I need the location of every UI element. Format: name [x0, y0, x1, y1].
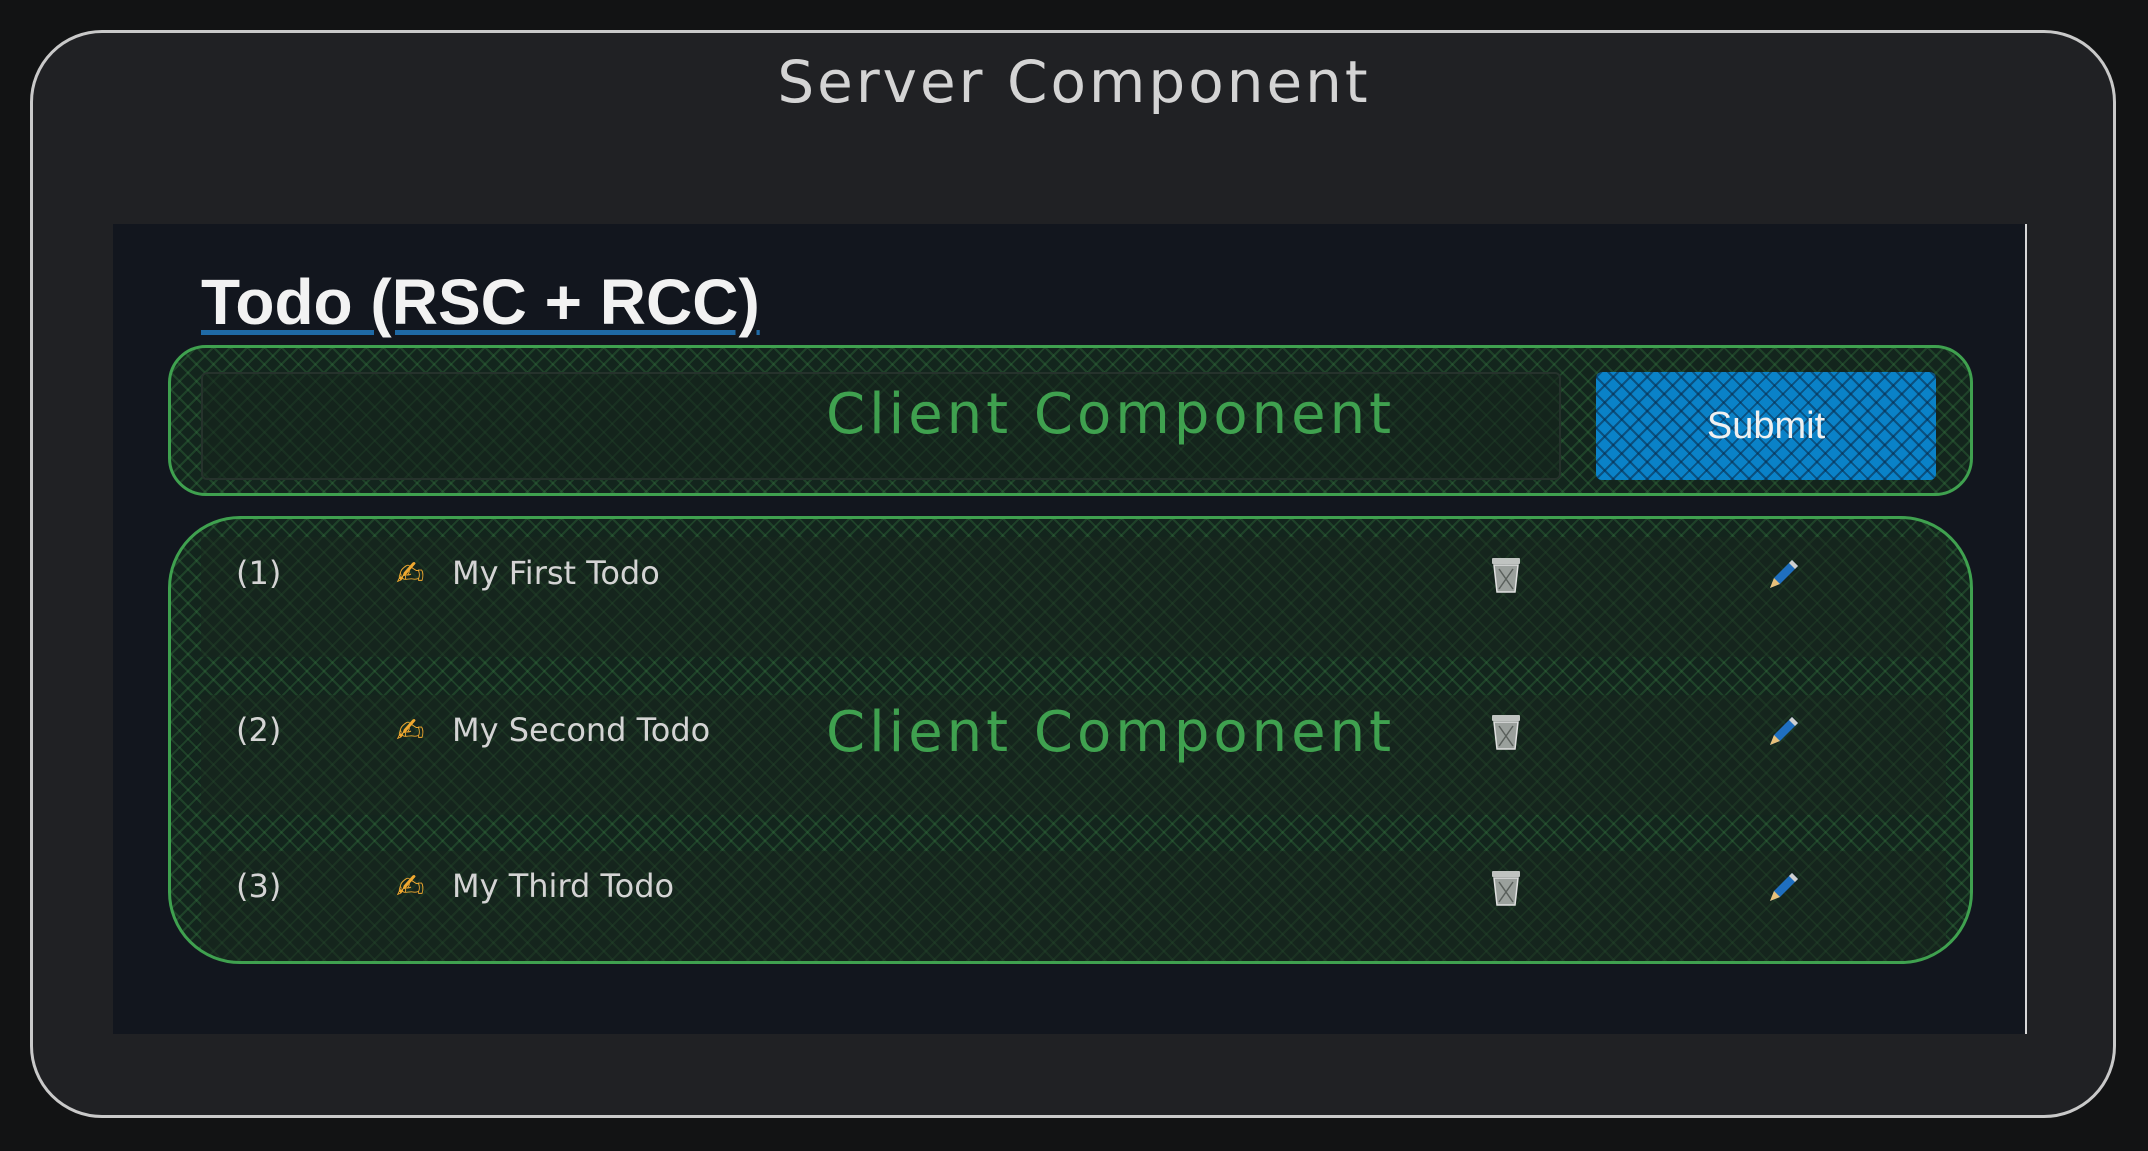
todo-item: (3) ✍ My Third Todo [0, 867, 2148, 911]
pencil-icon[interactable] [1764, 713, 1802, 751]
writing-hand-icon: ✍ [396, 711, 425, 751]
pencil-icon[interactable] [1764, 869, 1802, 907]
writing-hand-icon: ✍ [396, 554, 425, 594]
todo-number: (1) [236, 554, 282, 592]
todo-row [201, 537, 1946, 657]
todo-text: My Second Todo [452, 711, 711, 749]
todo-row [201, 695, 1946, 815]
trash-icon[interactable] [1488, 556, 1524, 594]
submit-button[interactable]: Submit [1596, 372, 1936, 480]
todo-number: (2) [236, 711, 282, 749]
writing-hand-icon: ✍ [396, 867, 425, 907]
pencil-icon[interactable] [1764, 556, 1802, 594]
trash-icon[interactable] [1488, 869, 1524, 907]
todo-number: (3) [236, 867, 282, 905]
trash-icon[interactable] [1488, 713, 1524, 751]
server-component-title: Server Component [777, 48, 1371, 116]
todo-text: My First Todo [452, 554, 660, 592]
todo-text: My Third Todo [452, 867, 675, 905]
todo-row [201, 851, 1946, 961]
page-heading: Todo (RSC + RCC) [201, 266, 760, 338]
client-component-list-box [168, 516, 1973, 964]
todo-item: (2) ✍ My Second Todo [0, 711, 2148, 755]
todo-item: (1) ✍ My First Todo [0, 554, 2148, 598]
todo-input[interactable] [201, 372, 1561, 480]
